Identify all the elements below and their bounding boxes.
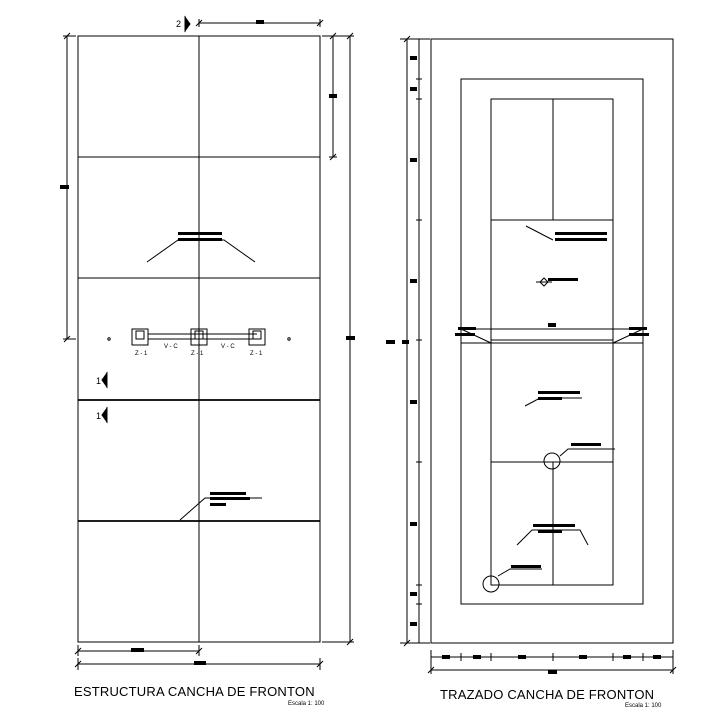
layout-plan	[400, 35, 677, 674]
section-mark-2	[184, 15, 191, 33]
axis-point	[287, 337, 291, 341]
layout-plan-title: TRAZADO CANCHA DE FRONTON	[440, 687, 655, 702]
section-mark-1	[101, 371, 108, 389]
beam-label: V - C	[221, 344, 235, 350]
detail-circle	[482, 575, 500, 593]
axis-point	[107, 337, 111, 341]
leader-line	[559, 448, 615, 457]
leader-line	[497, 568, 542, 577]
section-mark-label: 1	[96, 376, 101, 386]
footing-label: Z - 1	[250, 351, 263, 357]
structure-plan-scale: Escala 1: 100	[288, 701, 325, 707]
footing-label: Z - 1	[191, 351, 204, 357]
detail-circle	[543, 452, 561, 470]
footing-z1-left	[131, 328, 149, 346]
layout-middle-border	[460, 78, 644, 605]
structure-plan	[63, 15, 354, 670]
section-mark-label: 2	[176, 19, 181, 29]
illegible-annotations	[60, 20, 661, 674]
layout-outer-border	[430, 38, 674, 644]
footing-label: Z - 1	[135, 351, 148, 357]
leader-line	[146, 239, 256, 263]
court-boundary	[490, 98, 614, 586]
section-mark-label: 1	[96, 411, 101, 421]
section-mark-1	[101, 406, 108, 424]
footing-z1-center	[190, 328, 208, 346]
layout-plan-scale: Escala 1: 100	[625, 703, 662, 709]
beam-label: V - C	[164, 344, 178, 350]
structure-plan-title: ESTRUCTURA CANCHA DE FRONTON	[74, 684, 315, 699]
footing-z1-right	[248, 328, 266, 346]
level-marker	[536, 277, 552, 287]
leader-line	[179, 497, 262, 521]
leader-line	[525, 225, 554, 241]
